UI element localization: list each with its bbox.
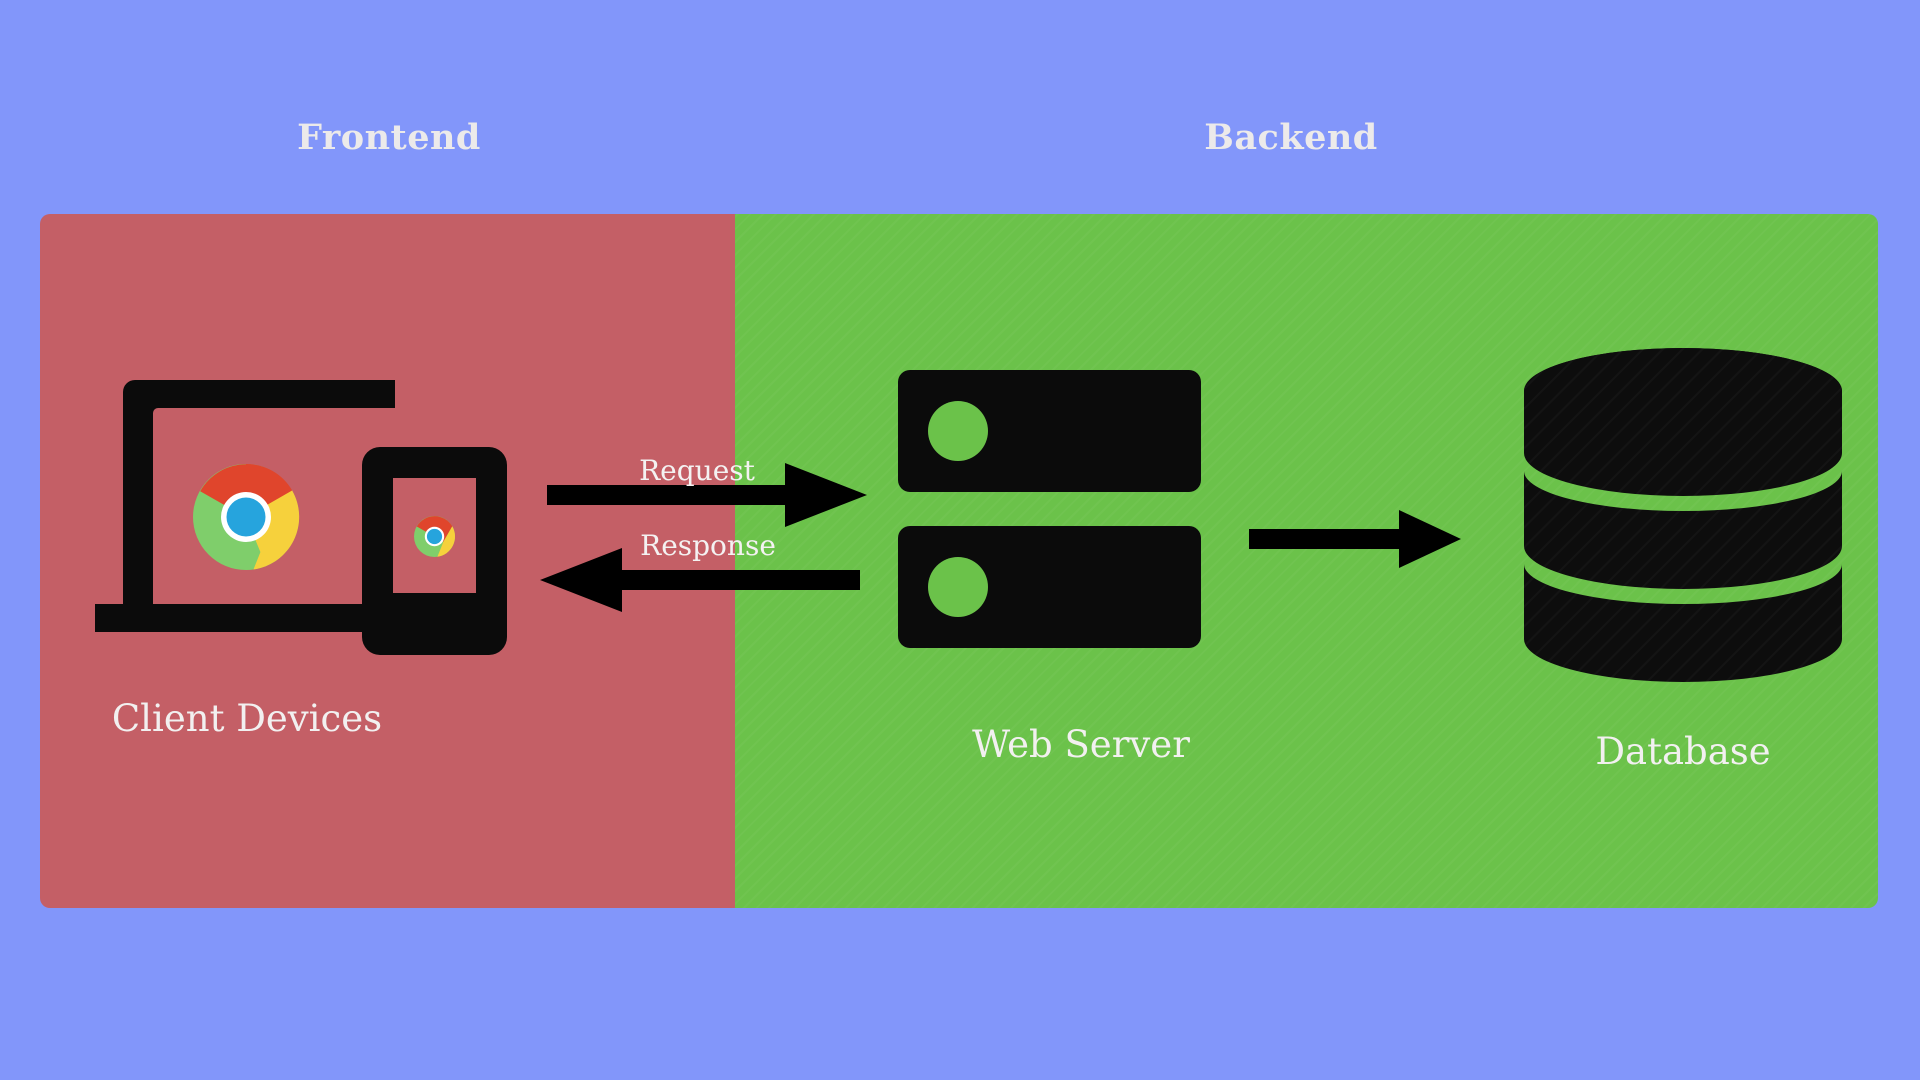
arrow-response	[540, 540, 860, 630]
node-label-database: Database	[1595, 730, 1771, 773]
arrow-request	[547, 455, 867, 545]
smartphone-icon	[362, 447, 507, 655]
arrow-label-request: Request	[639, 454, 755, 487]
arrow-server-to-database	[1249, 505, 1461, 575]
node-label-client-devices: Client Devices	[111, 697, 383, 740]
laptop-icon	[95, 380, 495, 655]
section-title-frontend: Frontend	[297, 117, 481, 158]
node-label-web-server: Web Server	[972, 723, 1190, 766]
section-title-backend: Backend	[1204, 117, 1378, 158]
arrow-label-response: Response	[640, 529, 776, 562]
server-rack-icon	[898, 370, 1201, 676]
database-cylinder-icon	[1524, 348, 1842, 684]
